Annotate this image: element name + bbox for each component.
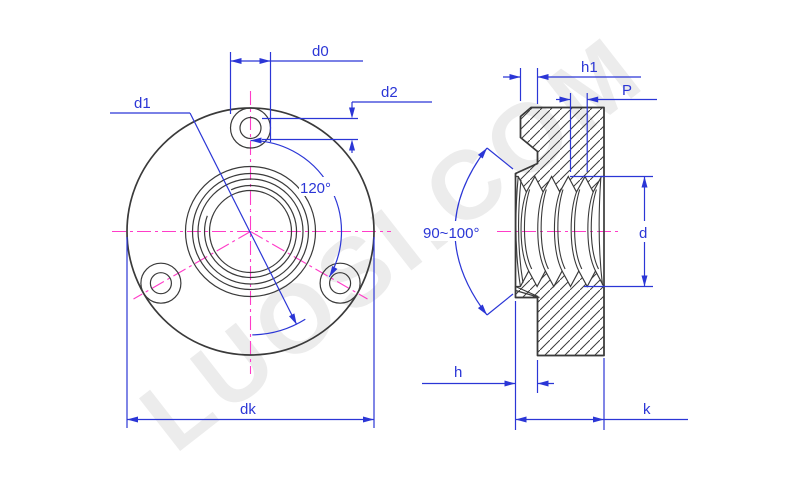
label-h1: h1 [581,59,598,76]
dimension-h: h [422,301,554,430]
label-120deg: 120° [300,180,331,197]
label-d: d [639,225,647,242]
dimension-120deg: 120° [250,137,343,278]
label-k: k [643,401,651,418]
label-backplate [422,221,483,241]
weld-projection-lower-left [140,262,182,304]
weld-chamfer-line [515,289,540,299]
boss-hole-circle [149,272,172,295]
radial-centerline-lower-right [250,231,368,300]
dimension-dk: dk [126,237,375,428]
dimension-d: d [570,175,653,288]
weld-projection-lower-right [319,262,361,304]
label-backplate [636,221,653,242]
dimension-d0: d0 [229,43,363,142]
radial-centerline-lower-left [133,231,251,300]
dimension-weld-angle: 90~100° [422,147,514,316]
boss-circle [319,262,361,304]
watermark-text: LUOSI.COM [121,14,664,472]
boss-hole-circle [239,116,262,140]
section-bottom-region [514,269,605,357]
section-outline [514,106,605,357]
label-h: h [454,364,462,381]
front-view: d0 d2 d1 120° [110,43,432,428]
boss-hole-circle [329,272,352,295]
label-backplate [299,177,335,196]
side-view: h1 P 90~100° [422,59,688,430]
label-weld-angle: 90~100° [423,225,479,242]
dimension-p: P [556,82,657,172]
front-centerlines [112,91,391,374]
label-dk: dk [240,401,256,418]
thread-major-arc [203,184,298,279]
dimension-d1: d1 [110,95,306,336]
label-p: P [622,82,632,99]
label-d2: d2 [381,84,398,101]
boss-circle [140,262,182,304]
dimension-k: k [515,358,688,430]
thread-minor-circle [208,189,293,274]
dimension-d2: d2 [262,84,432,153]
weld-chamfer-line [515,285,539,298]
bolt-circle-arc [252,318,306,336]
pilot-ring-middle [191,172,310,291]
label-d0: d0 [312,43,329,60]
pilot-ring-outer [184,165,317,298]
label-d1: d1 [134,95,151,112]
dimension-h1: h1 [503,59,641,104]
pilot-ring-inner [197,178,304,285]
